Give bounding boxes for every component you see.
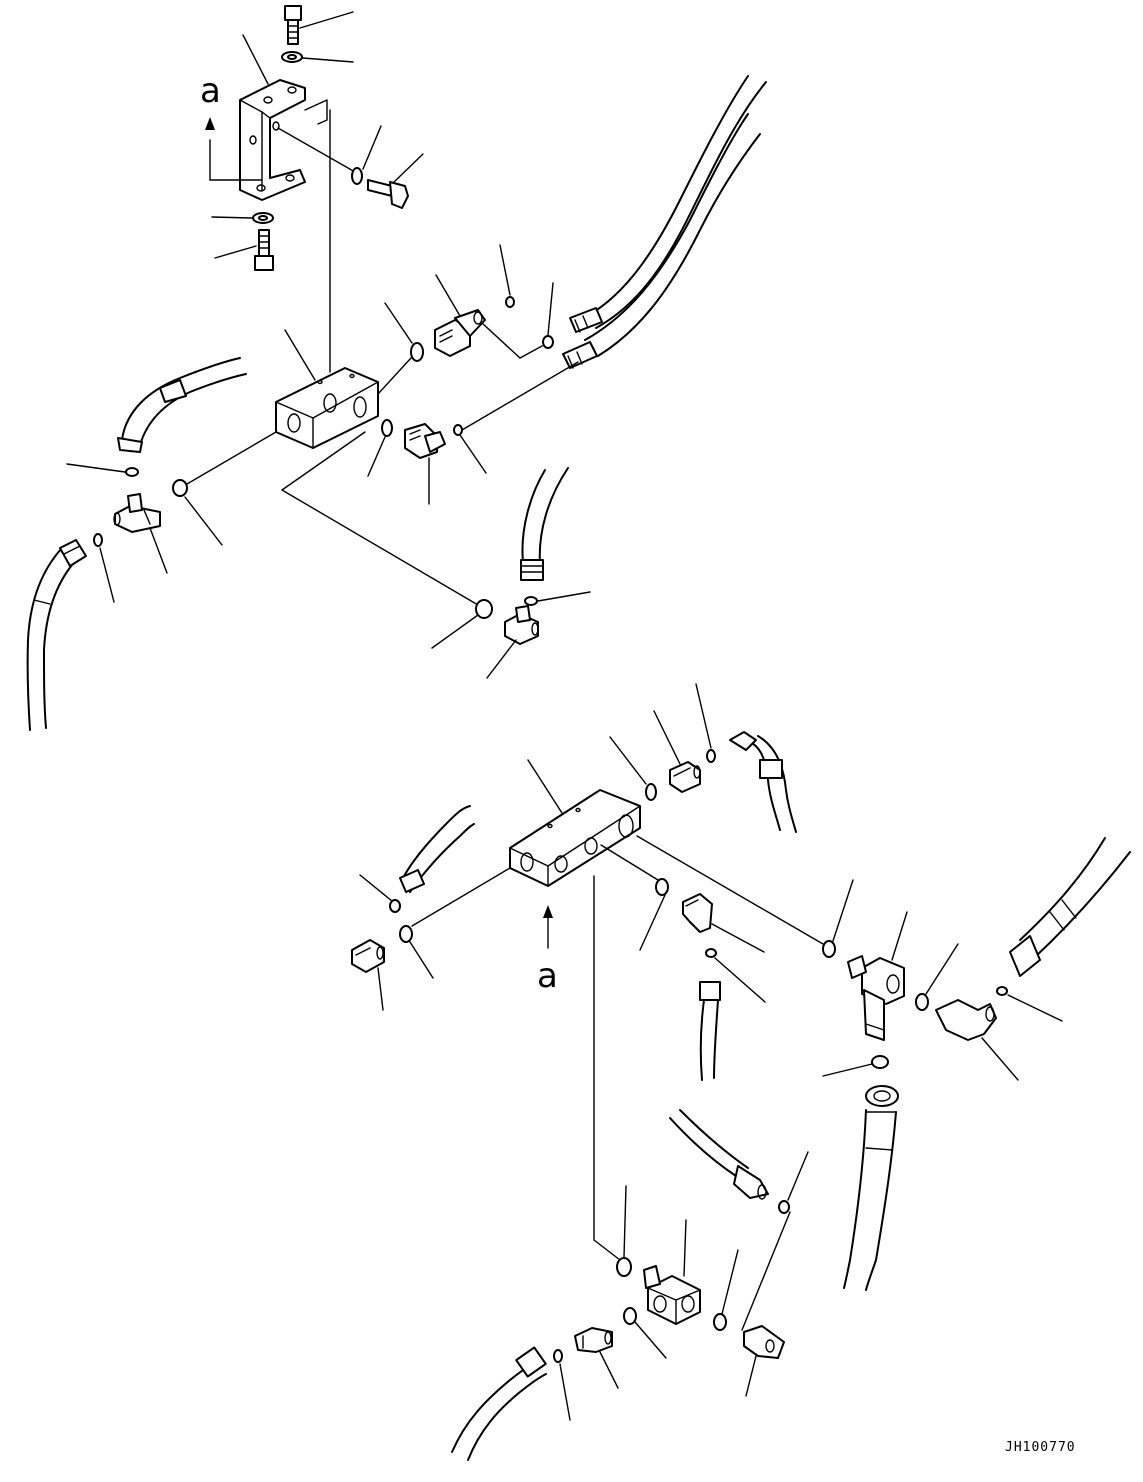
manifold-block-top (275, 367, 379, 449)
fitting-tee-bottom (643, 1265, 701, 1325)
fitting-tee-large (847, 955, 905, 1041)
fitting-straight-lower (669, 761, 701, 793)
fitting-elbow-right (935, 999, 997, 1041)
manifold-block-bottom (509, 789, 641, 887)
fitting-straight-upper (434, 309, 486, 357)
washer-right (351, 167, 363, 185)
fitting-elbow-left (351, 939, 385, 973)
hose-right-bend (729, 731, 797, 833)
hose-upper-left (117, 357, 247, 453)
fitting-tee-small (504, 605, 539, 645)
leader-bracket (242, 34, 269, 85)
fitting-straight-bottom (574, 1327, 613, 1353)
hose-left-long (26, 539, 87, 731)
hose-center-vertical (699, 981, 721, 1081)
hose-far-right (1009, 837, 1131, 977)
drawing-code: JH100770 (1005, 1440, 1076, 1455)
fitting-elbow-center (682, 893, 713, 933)
leader-bolt-top (299, 11, 354, 29)
bracket (239, 79, 306, 201)
hose-left-lower (399, 805, 475, 893)
fitting-elbow-middle (404, 423, 446, 459)
view-marker-bottom: a (537, 956, 558, 996)
bolt-top (284, 5, 302, 45)
bolt-side (367, 179, 409, 209)
view-marker-top: a (200, 71, 221, 111)
bolt-lower (254, 229, 274, 271)
leader-washer-top (302, 57, 354, 63)
hose-right-down (843, 1085, 899, 1291)
view-arrow-bottom-icon (543, 905, 553, 918)
fitting-tee-left (113, 493, 161, 533)
hose-bottom-left (451, 1346, 547, 1461)
hose-upper-right (562, 75, 767, 369)
view-arrow-top-icon (205, 117, 215, 130)
hose-small-vertical (520, 467, 569, 581)
hose-diagonal-lower (669, 1109, 769, 1200)
fitting-small-bottom-right (743, 1325, 785, 1359)
